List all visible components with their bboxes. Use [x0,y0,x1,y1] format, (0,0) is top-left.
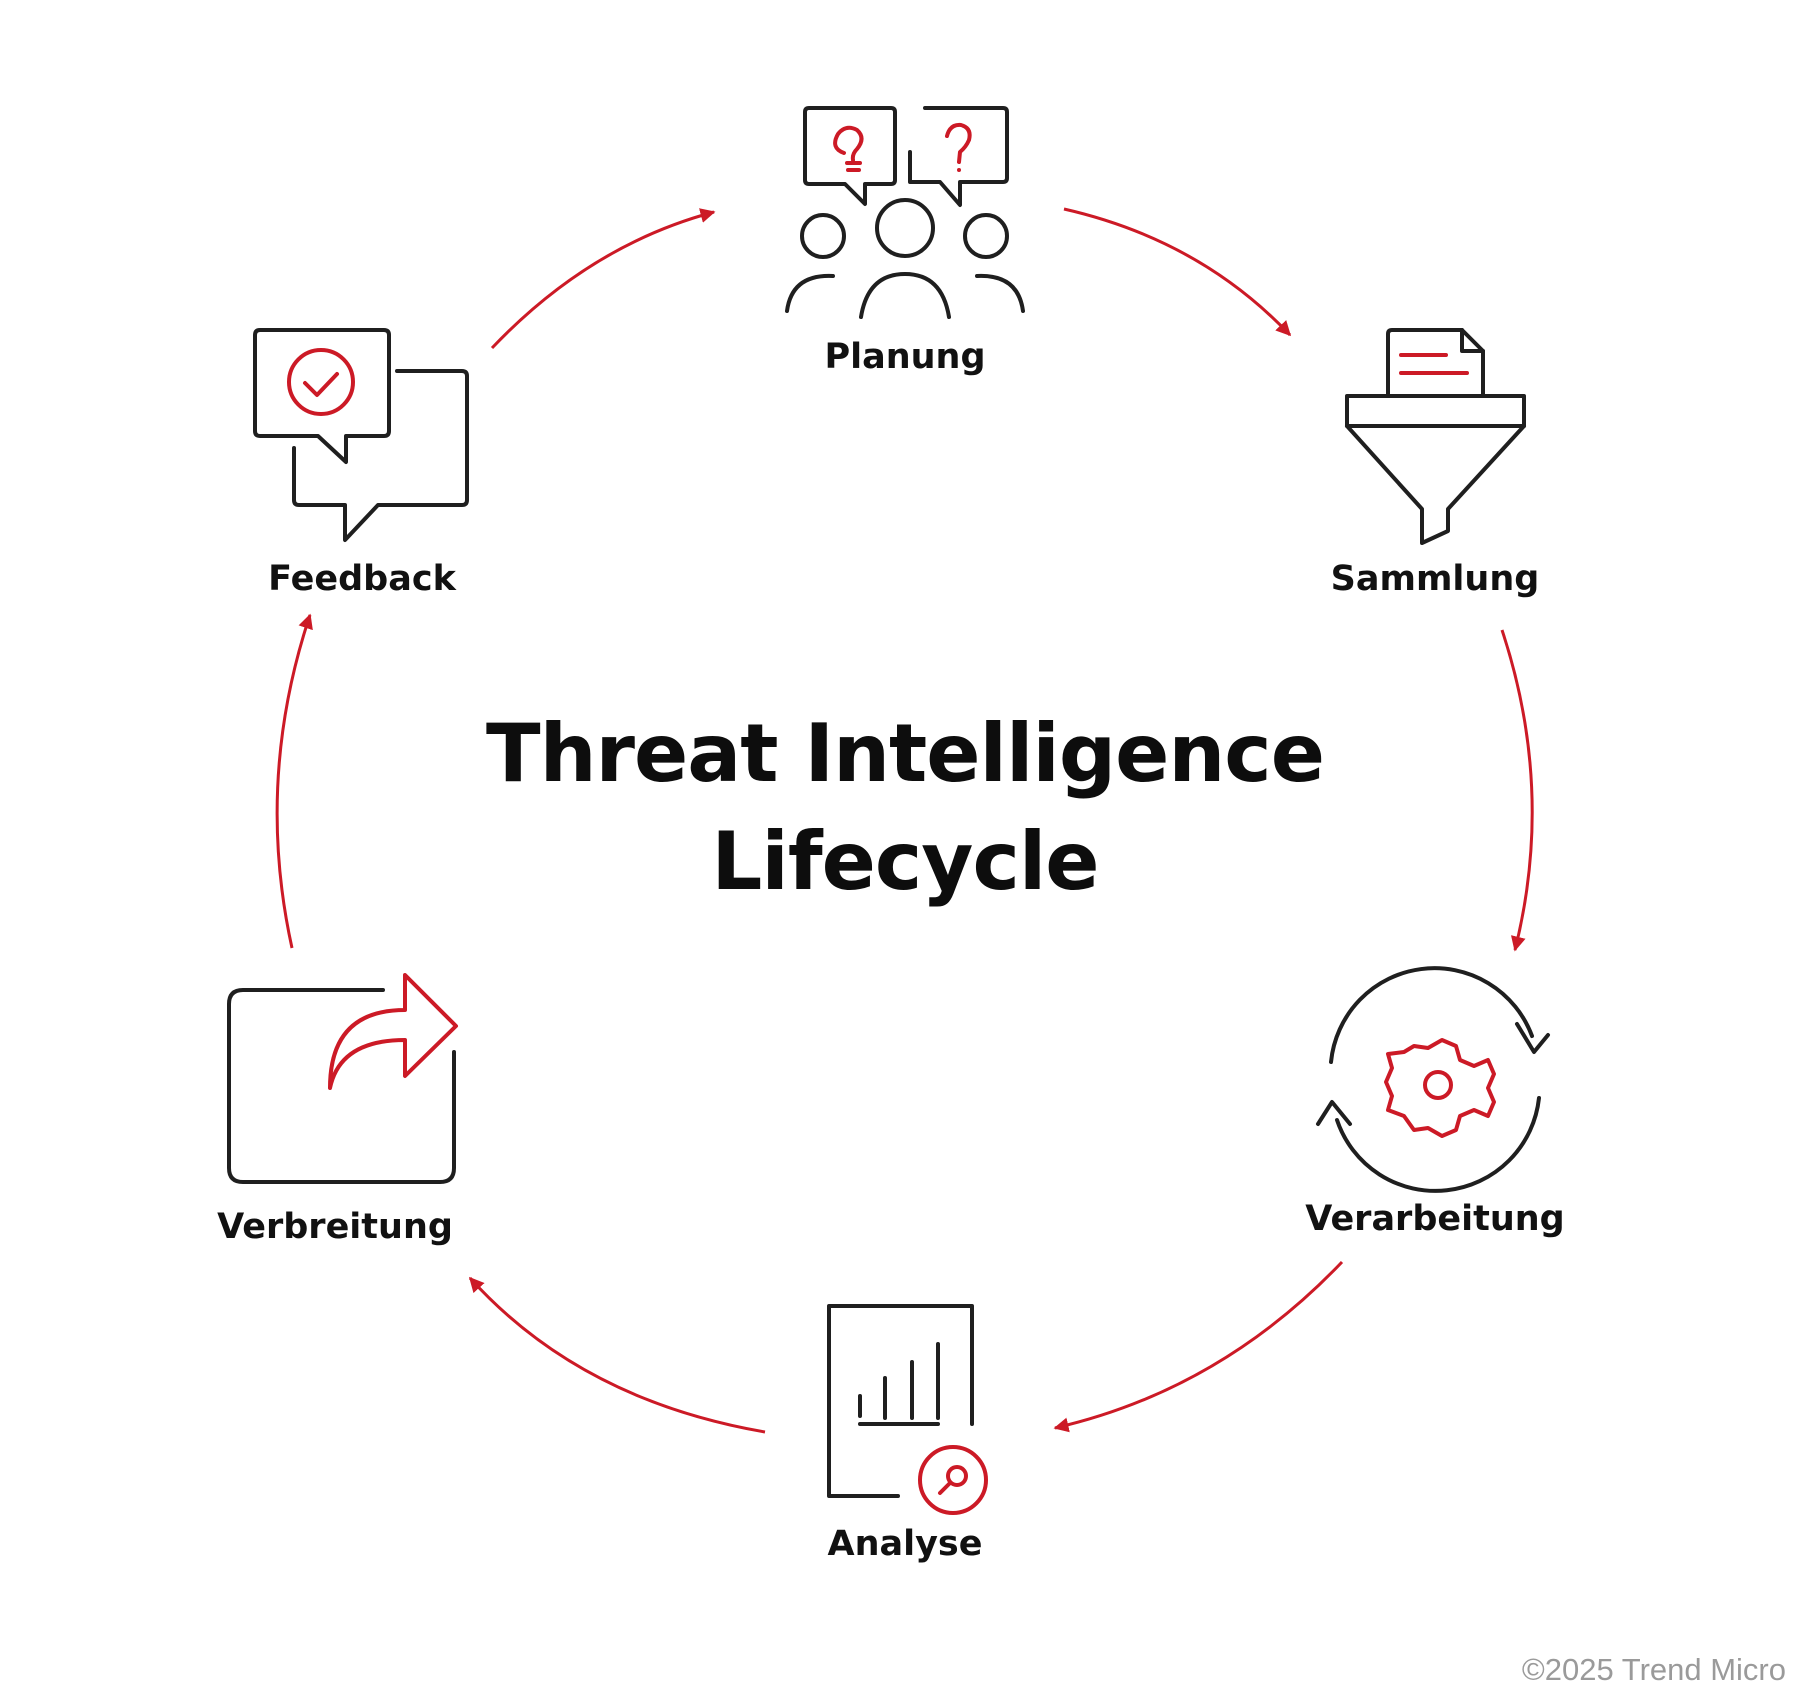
arrow-verarbeitung-to-analyse [1053,1260,1344,1433]
report-magnifier-icon [827,1304,988,1515]
stage-label-sammlung: Sammlung [1331,559,1540,599]
arrow-verbreitung-to-feedback [275,613,313,949]
arrow-analyse-to-verbreitung [468,1276,766,1434]
people-questions-icon [785,106,1025,319]
stage-planung: Planung [785,106,1025,377]
stage-feedback: Feedback [253,328,469,599]
stage-sammlung: Sammlung [1331,328,1540,599]
diagram-title-line2: Lifecycle [711,815,1098,908]
gear-refresh-icon [1316,966,1550,1193]
arrow-feedback-to-planung [490,208,716,350]
diagram-title-line1: Threat Intelligence [486,707,1324,800]
share-arrow-icon [227,973,458,1184]
chat-checkmark-icon [253,328,469,542]
document-funnel-icon [1345,328,1526,545]
copyright-text: ©2025 Trend Micro [1522,1652,1786,1687]
stage-verbreitung: Verbreitung [217,973,458,1247]
stage-label-verarbeitung: Verarbeitung [1305,1199,1564,1239]
stage-label-verbreitung: Verbreitung [217,1207,453,1247]
stage-label-feedback: Feedback [268,559,456,599]
stage-verarbeitung: Verarbeitung [1305,966,1565,1239]
cycle-arrows [275,207,1534,1434]
stage-label-planung: Planung [824,337,985,377]
arrow-sammlung-to-verarbeitung [1500,629,1534,952]
stage-analyse: Analyse [827,1304,988,1564]
stage-label-analyse: Analyse [827,1524,982,1564]
arrow-planung-to-sammlung [1063,207,1292,337]
